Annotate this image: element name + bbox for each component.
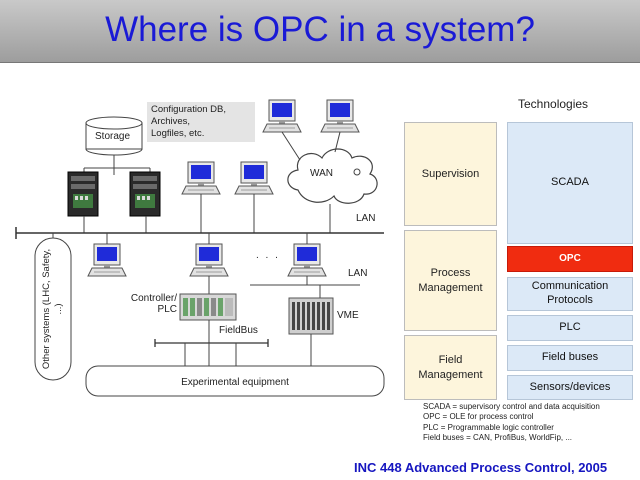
other-systems-label: Other systems (LHC, Safety, ...) [41, 248, 64, 370]
experimental-equipment-label: Experimental equipment [181, 377, 289, 388]
workstation-icon [181, 161, 221, 195]
process-management-box: Process Management [404, 230, 497, 331]
legend-line: PLC = Programmable logic controller [423, 422, 554, 432]
field-buses-box: Field buses [507, 345, 633, 371]
workstation-icon [262, 99, 302, 133]
legend-line: Field buses = CAN, ProfiBus, WorldFip, .… [423, 433, 573, 443]
server-icon [67, 171, 99, 217]
storage-label: Storage [95, 131, 131, 142]
footer: INC 448 Advanced Process Control, 2005 [354, 460, 608, 475]
workstation-icon [189, 243, 229, 277]
workstation-icon [87, 243, 127, 277]
config-note-line: Configuration DB, [151, 104, 226, 115]
communication-protocols-box: Communication Protocols [507, 277, 633, 311]
fieldbus-label: FieldBus [219, 325, 258, 336]
scada-box: SCADA [507, 122, 633, 244]
config-note-line: Archives, [151, 115, 191, 127]
title-bar [0, 0, 640, 63]
workstation-icon [287, 243, 327, 277]
vme-label: VME [337, 310, 359, 321]
controller-label-line: Controller/ [130, 293, 177, 304]
controller-label-line: PLC [157, 304, 177, 315]
controller-plc-label: Controller/ PLC [117, 293, 177, 315]
config-note: Configuration DB, Archives, Logfiles, et… [147, 102, 255, 142]
page-title: Where is OPC in a system? [105, 10, 535, 49]
workstation-icon [320, 99, 360, 133]
lan-top-label: LAN [356, 213, 376, 224]
opc-box: OPC [507, 246, 633, 272]
wan-cloud-icon [287, 148, 378, 204]
workstation-icon [234, 161, 274, 195]
legend: SCADA = supervisory control and data acq… [423, 402, 600, 444]
wan-label: WAN [310, 168, 333, 179]
lan-mid-label: LAN [348, 268, 368, 279]
config-note-line: Logfiles, etc. [151, 127, 205, 139]
server-icon [129, 171, 161, 217]
plc-rack-icon [179, 293, 237, 321]
legend-line: OPC = OLE for process control [423, 412, 534, 422]
ellipsis-label: . . . [256, 250, 280, 261]
supervision-box: Supervision [404, 122, 497, 226]
vme-crate-icon [288, 297, 334, 335]
sensors-devices-box: Sensors/devices [507, 375, 633, 400]
storage-icon [85, 116, 143, 156]
plc-box: PLC [507, 315, 633, 341]
technologies-heading: Technologies [518, 97, 589, 111]
legend-line: SCADA = supervisory control and data acq… [423, 402, 600, 411]
field-management-box: Field Management [404, 335, 497, 400]
